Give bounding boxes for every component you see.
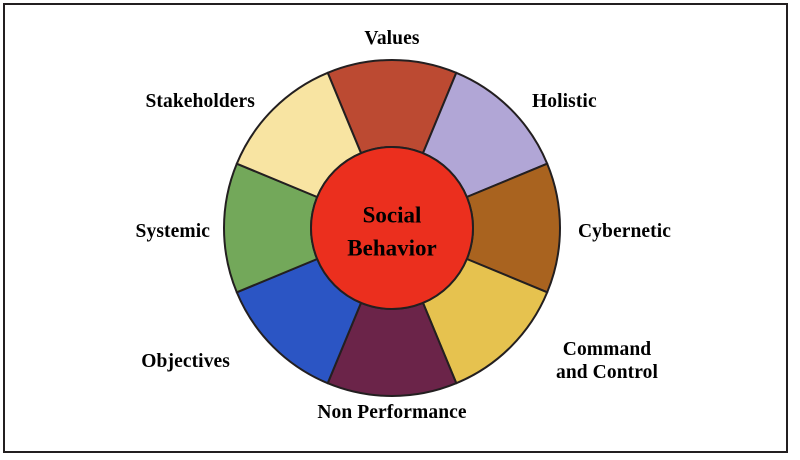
label-objectives[interactable]: Objectives [141, 351, 230, 372]
figure-frame: Social Behavior Values Holistic Cybernet… [3, 3, 788, 453]
label-stakeholders[interactable]: Stakeholders [145, 91, 255, 112]
label-systemic[interactable]: Systemic [135, 221, 210, 242]
label-non-performance[interactable]: Non Performance [317, 402, 467, 423]
label-cybernetic[interactable]: Cybernetic [578, 221, 672, 242]
label-values[interactable]: Values [364, 28, 420, 49]
hub-label-line1: Social [363, 202, 422, 227]
center-hub-circle[interactable] [310, 146, 474, 310]
wheel-diagram: Social Behavior Values Holistic Cybernet… [5, 5, 790, 455]
hub-label-line2: Behavior [347, 235, 436, 260]
donut-chart: Social Behavior [223, 59, 561, 397]
label-command-and-control[interactable]: Command and Control [555, 339, 659, 383]
label-holistic[interactable]: Holistic [532, 91, 597, 112]
